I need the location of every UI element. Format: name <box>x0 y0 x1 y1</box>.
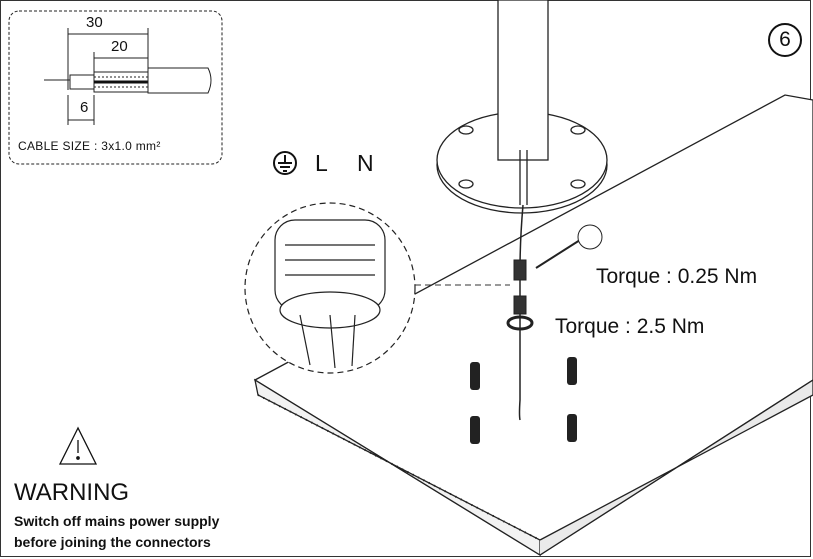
cable-size-label: CABLE SIZE : 3x1.0 mm² <box>18 139 161 153</box>
warning-line-1: Switch off mains power supply <box>14 513 220 529</box>
strip-length-6: 6 <box>80 99 89 116</box>
table-top <box>253 94 813 557</box>
strip-length-20: 20 <box>111 38 128 55</box>
warning-triangle-icon <box>58 426 98 465</box>
torque-large-nut: Torque : 2.5 Nm <box>555 315 705 338</box>
cable-strip-detail <box>8 10 223 165</box>
step-number: 6 <box>768 23 802 57</box>
warning-line-2: before joining the connectors <box>14 534 211 550</box>
earth-ground-icon <box>273 151 297 175</box>
warning-title: WARNING <box>14 479 130 506</box>
torque-small-nut: Torque : 0.25 Nm <box>596 265 758 288</box>
terminal-detail <box>244 202 416 374</box>
strip-length-30: 30 <box>86 14 103 31</box>
live-wire-label: L <box>315 150 328 176</box>
cable-connectors <box>506 224 603 331</box>
pole-base <box>436 0 608 214</box>
neutral-wire-label: N <box>357 150 374 176</box>
table-legs <box>470 357 577 444</box>
